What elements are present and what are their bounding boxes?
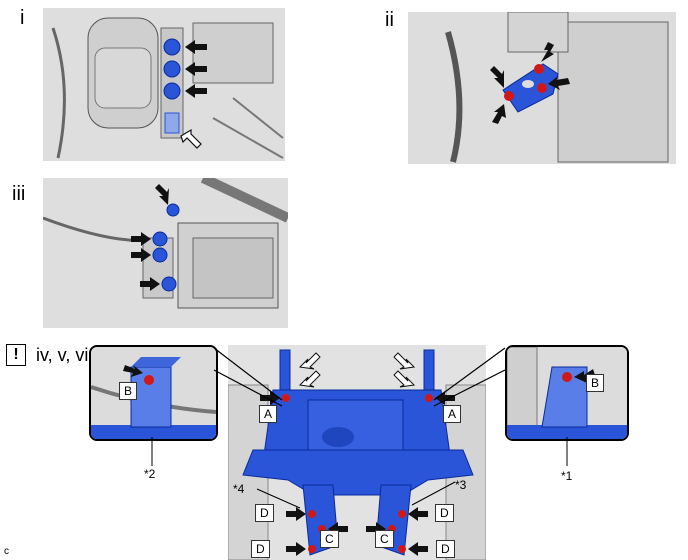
panel-label-iv-v-vi: iv, v, vi xyxy=(36,345,89,365)
engine-illustration-i xyxy=(43,8,285,161)
engine-photo-ii xyxy=(408,12,676,164)
pointer-arrow-icon xyxy=(123,365,143,377)
panel-label-ii: ii xyxy=(385,9,394,31)
pointer-arrow-icon xyxy=(574,369,595,383)
engine-illustration-ii xyxy=(408,12,676,164)
note-4: *4 xyxy=(233,482,245,496)
callout-D-lower-right: D xyxy=(436,540,455,558)
callout-A-left: A xyxy=(259,405,278,423)
figure-corner-mark: c xyxy=(4,546,9,557)
callout-D-lower-left: D xyxy=(251,540,270,558)
panel-label-iii: iii xyxy=(12,183,26,205)
warning-icon: ! xyxy=(6,344,26,366)
subframe-illustration xyxy=(228,345,486,560)
note-1: *1 xyxy=(561,469,573,483)
zoom-inset-right xyxy=(505,345,629,441)
bracket-illustration-left xyxy=(91,347,216,439)
callout-B-left: B xyxy=(119,382,138,400)
subframe-photo xyxy=(228,345,486,560)
note-2: *2 xyxy=(144,467,156,481)
engine-photo-i xyxy=(43,8,285,161)
engine-photo-iii xyxy=(43,178,288,328)
callout-C-right: C xyxy=(375,530,394,548)
zoom-inset-left xyxy=(89,345,218,441)
engine-illustration-iii xyxy=(43,178,288,328)
note-3: *3 xyxy=(455,478,467,492)
panel-label-i: i xyxy=(20,7,25,29)
bracket-illustration-right xyxy=(507,347,627,439)
callout-D-upper-right: D xyxy=(435,504,454,522)
callout-C-left: C xyxy=(320,530,339,548)
callout-B-right: B xyxy=(586,374,605,392)
callout-A-right: A xyxy=(443,405,462,423)
callout-D-upper-left: D xyxy=(255,504,274,522)
